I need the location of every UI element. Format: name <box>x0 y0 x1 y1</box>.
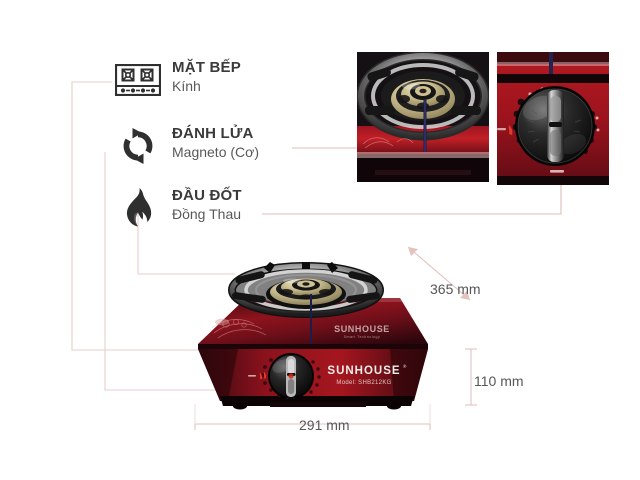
cooktop-icon <box>112 58 164 102</box>
feature-text-block: ĐẦU ĐỐT Đồng Thau <box>164 186 242 224</box>
feature-title: ĐẦU ĐỐT <box>172 187 242 204</box>
flame-icon <box>112 186 164 230</box>
inset-photo-knob-closeup <box>497 52 609 185</box>
feature-subtitle: Magneto (Cơ) <box>172 144 259 160</box>
feature-subtitle: Đồng Thau <box>172 206 242 222</box>
feature-text-block: ĐÁNH LỬA Magneto (Cơ) <box>164 124 259 162</box>
feature-item-ignition: ĐÁNH LỬA Magneto (Cơ) <box>112 124 259 168</box>
feature-item-cooktop: MẶT BẾP Kính <box>112 58 241 102</box>
front-brand-text: SUNHOUSE <box>327 365 400 377</box>
product-photo-stove: SUNHOUSE Smart Technology <box>178 236 434 410</box>
feature-title: MẶT BẾP <box>172 59 241 76</box>
feature-text-block: MẶT BẾP Kính <box>164 58 241 96</box>
glass-brand-sub: Smart Technology <box>344 335 381 339</box>
feature-title: ĐÁNH LỬA <box>172 125 254 142</box>
dimension-label-width: 291 mm <box>299 417 350 433</box>
glass-brand-text: SUNHOUSE <box>334 324 390 334</box>
ignition-cycle-icon <box>112 124 164 168</box>
dimension-label-depth: 365 mm <box>430 281 481 297</box>
feature-subtitle: Kính <box>172 78 201 94</box>
dimension-label-height: 110 mm <box>474 373 524 389</box>
front-brand-registered: ® <box>403 363 407 369</box>
inset-photo-burner-closeup <box>357 52 489 182</box>
front-model-text: Model: SHB212KG <box>336 380 391 386</box>
feature-item-burner: ĐẦU ĐỐT Đồng Thau <box>112 186 242 230</box>
